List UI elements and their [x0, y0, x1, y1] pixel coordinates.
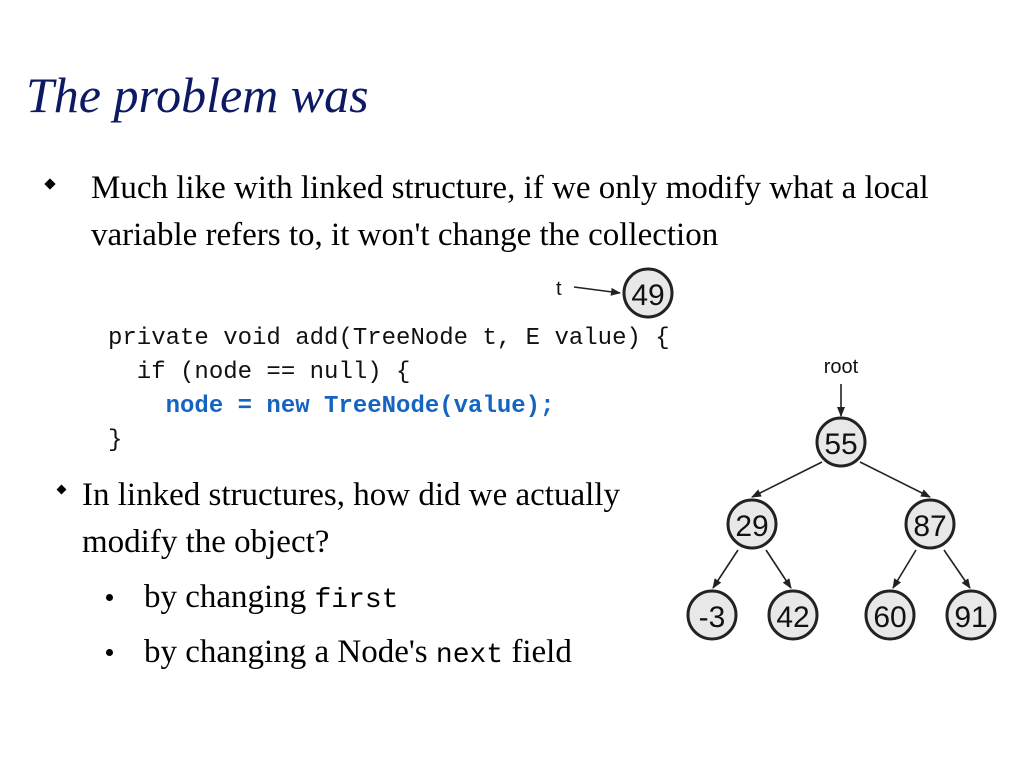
tree-node-root-value: 55: [824, 428, 857, 461]
tree-node-lr: 42: [767, 589, 819, 641]
dot-bullet-icon: [106, 649, 113, 656]
code-line-4: }: [108, 427, 123, 454]
tree-node-lr-value: 42: [776, 601, 809, 634]
tree-node-rl-value: 60: [873, 601, 906, 634]
tree-node-right: 87: [904, 498, 956, 550]
sub-bullet-1-text: by changing: [144, 579, 315, 615]
code-block: private void add(TreeNode t, E value) { …: [108, 322, 670, 458]
edge-55-87: [859, 461, 931, 498]
dot-bullet-icon: [106, 594, 113, 601]
sub-bullet-1: by changing first: [106, 577, 399, 621]
root-label: root: [824, 356, 859, 378]
edge-29-42: [765, 549, 792, 589]
code-line-3-highlight: node = new TreeNode(value);: [165, 393, 555, 420]
sub-bullet-2-suffix: field: [503, 634, 572, 670]
t-arrow: [573, 286, 621, 296]
tree-node-left: 29: [726, 498, 778, 550]
tree-node-root: 55: [815, 416, 867, 468]
edge-55-29: [751, 461, 823, 498]
tree-node-rr: 91: [945, 589, 997, 641]
tree-node-ll: -3: [686, 589, 738, 641]
bullet-2-text: In linked structures, how did we actuall…: [82, 477, 620, 560]
tree-node-rl: 60: [864, 589, 916, 641]
tree-node-rr-value: 91: [954, 601, 987, 634]
code-line-1: private void add(TreeNode t, E value) {: [108, 325, 670, 352]
code-line-2: if (node == null) {: [108, 359, 411, 386]
sub-bullet-2-text: by changing a Node's: [144, 634, 436, 670]
t-node-value: 49: [631, 279, 664, 312]
tree-node-left-value: 29: [735, 510, 768, 543]
tree-node-right-value: 87: [913, 510, 946, 543]
edge-87-91: [943, 549, 971, 589]
slide-title: The problem was: [26, 67, 369, 123]
tree-node-ll-value: -3: [699, 601, 726, 634]
sub-bullet-2-code: next: [435, 640, 504, 671]
sub-bullet-2: by changing a Node's next field: [106, 632, 572, 676]
sub-bullet-1-code: first: [314, 585, 399, 616]
t-node: 49: [622, 267, 674, 319]
edge-29-neg3: [712, 549, 739, 589]
t-label: t: [556, 278, 562, 300]
bullet-1-text: Much like with linked structure, if we o…: [91, 170, 929, 253]
edge-87-60: [892, 549, 917, 589]
